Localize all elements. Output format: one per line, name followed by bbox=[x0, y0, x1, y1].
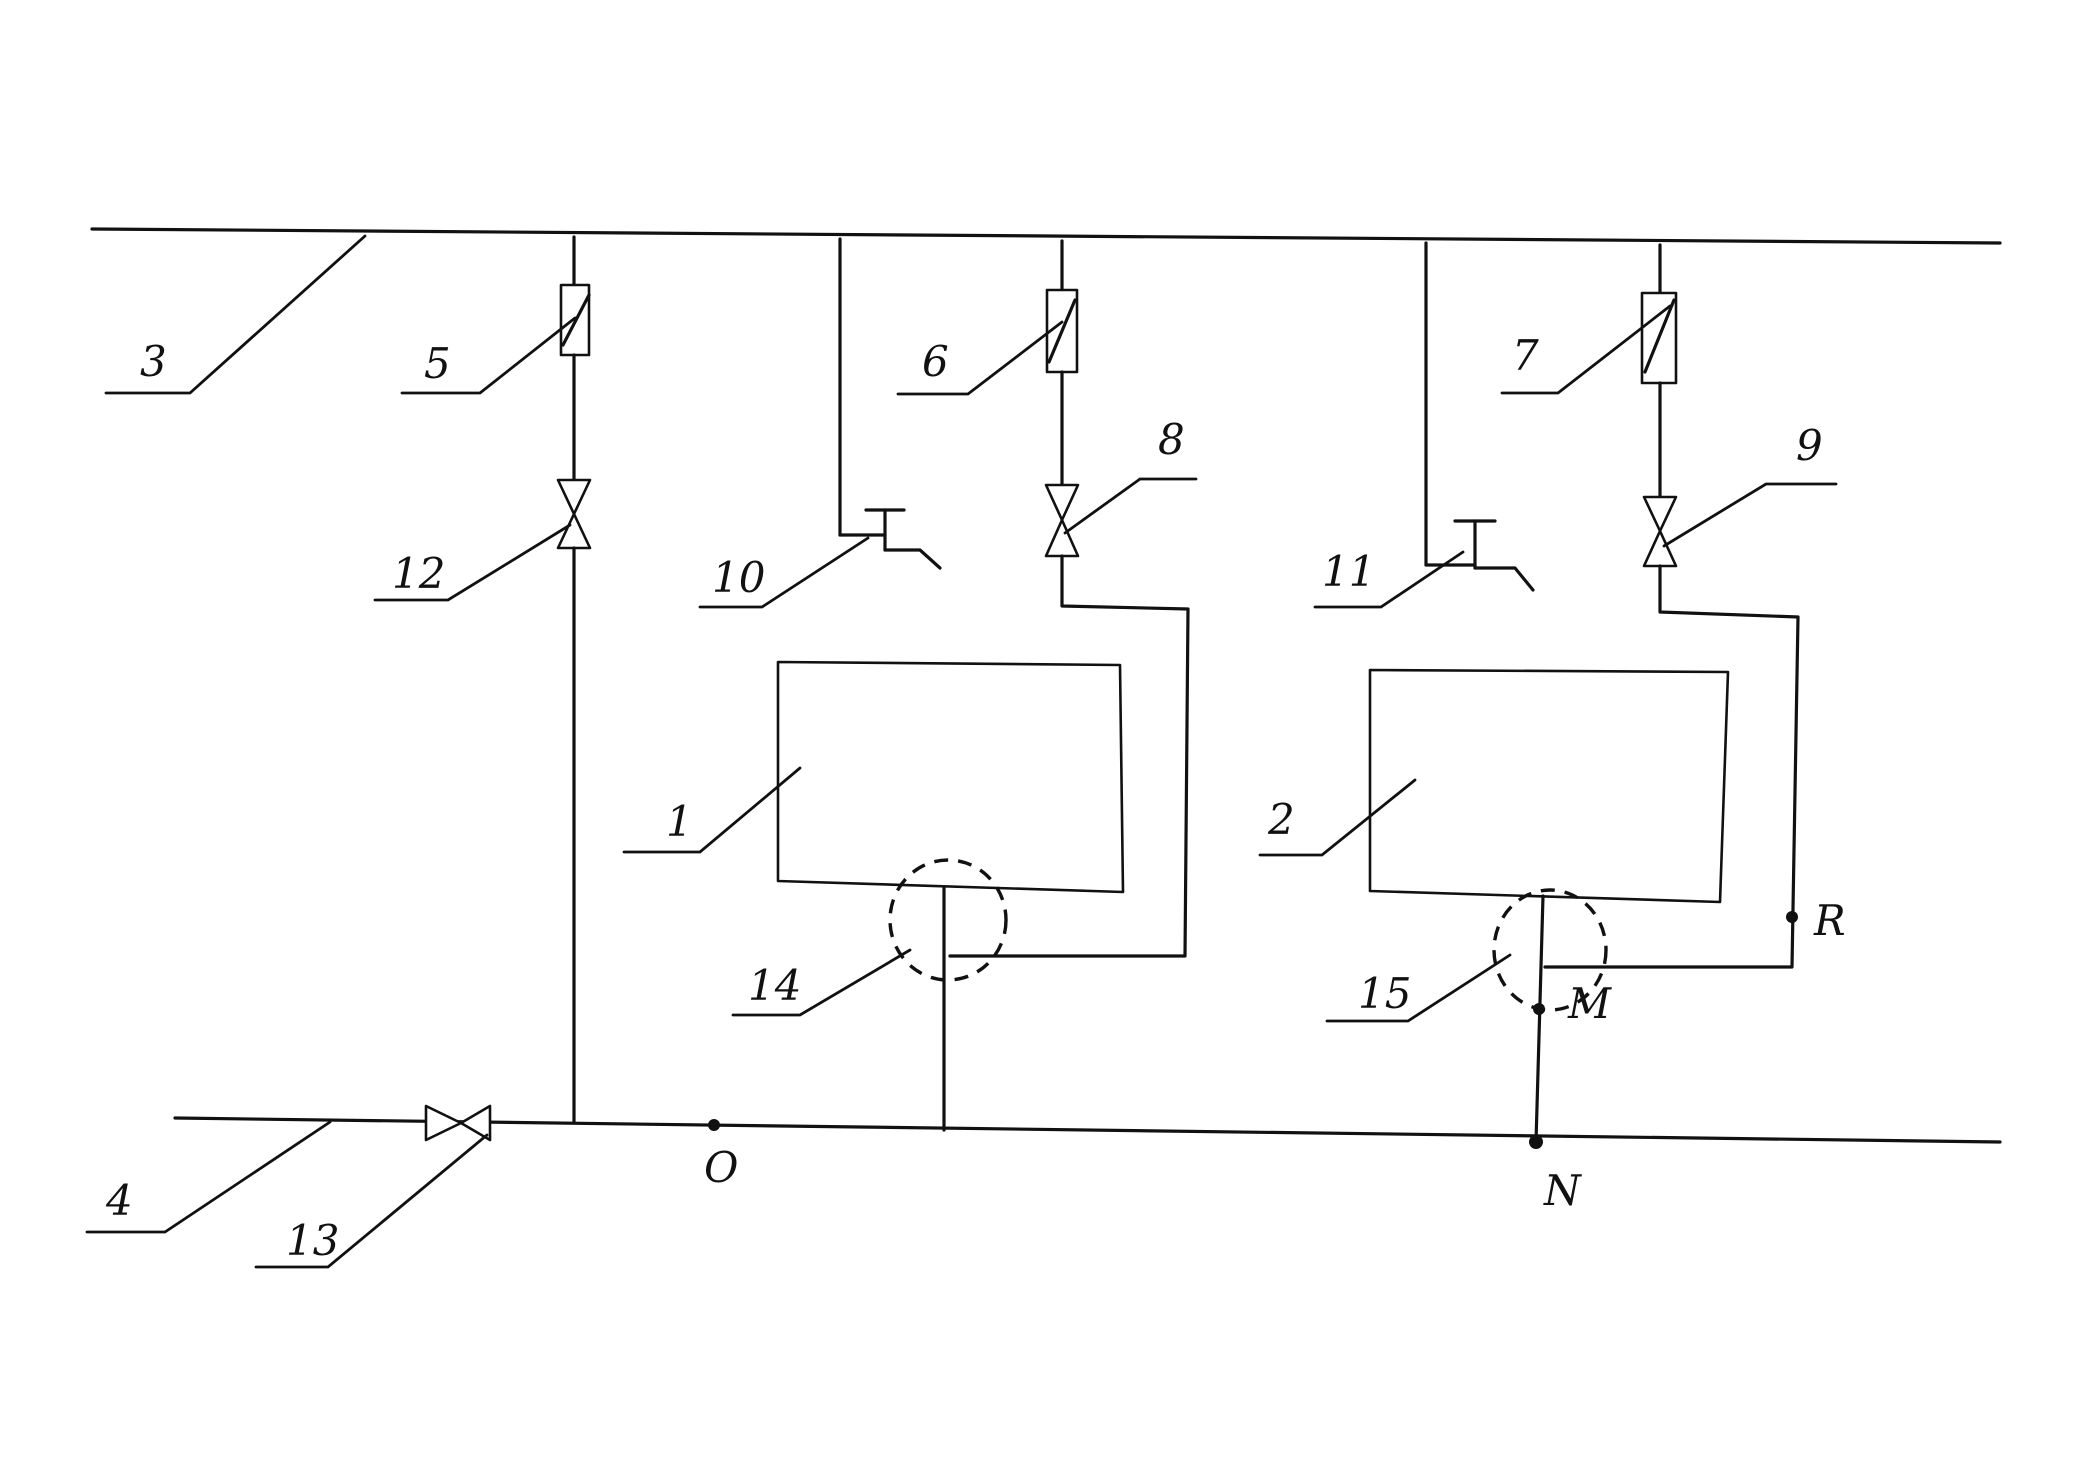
label-13: 13 bbox=[286, 1216, 339, 1265]
label-1: 1 bbox=[666, 797, 693, 846]
leader-6 bbox=[896, 320, 1064, 396]
tank-2 bbox=[1368, 668, 1730, 904]
branch-7-return bbox=[1543, 564, 1800, 969]
label-14: 14 bbox=[748, 961, 801, 1010]
valve-12-upper bbox=[556, 478, 592, 516]
label-11: 11 bbox=[1322, 547, 1375, 596]
leader-14 bbox=[731, 948, 912, 1017]
detail-circle-15 bbox=[1492, 888, 1608, 1012]
tap-10-spout bbox=[883, 548, 942, 570]
leader-4 bbox=[85, 1120, 332, 1234]
leader-15 bbox=[1325, 953, 1512, 1023]
label-7: 7 bbox=[1512, 331, 1539, 380]
leader-8 bbox=[1063, 477, 1198, 535]
label-9: 9 bbox=[1796, 421, 1823, 470]
point-m-marker bbox=[1533, 1003, 1545, 1015]
label-2: 2 bbox=[1267, 795, 1295, 844]
leader-3 bbox=[104, 234, 367, 395]
tank-2-outlet bbox=[1534, 894, 1545, 1144]
point-n-marker bbox=[1529, 1135, 1543, 1149]
upper-main-pipe bbox=[90, 227, 2002, 245]
branch-6-return bbox=[948, 554, 1190, 958]
valve-8-upper bbox=[1044, 483, 1080, 522]
valve-13-right bbox=[459, 1104, 492, 1142]
point-r-marker bbox=[1786, 911, 1798, 923]
valve-13-left bbox=[424, 1104, 463, 1142]
label-5: 5 bbox=[424, 339, 451, 388]
label-3: 3 bbox=[140, 337, 167, 386]
valve-9-upper bbox=[1642, 495, 1678, 533]
label-4: 4 bbox=[105, 1176, 133, 1225]
tank-1 bbox=[776, 660, 1125, 894]
leader-7 bbox=[1500, 304, 1672, 395]
filter-7-slash bbox=[1643, 298, 1676, 374]
leader-13 bbox=[254, 1133, 489, 1269]
filter-5-slash bbox=[561, 293, 591, 347]
valve-9-lower bbox=[1642, 529, 1678, 568]
point-o-marker bbox=[708, 1119, 720, 1131]
label-10: 10 bbox=[712, 553, 765, 602]
point-r-label: R bbox=[1813, 896, 1846, 945]
leader-2 bbox=[1258, 778, 1417, 857]
filter-6-slash bbox=[1047, 298, 1077, 364]
tap-11-spout bbox=[1473, 566, 1535, 592]
leader-12 bbox=[373, 523, 572, 602]
label-15: 15 bbox=[1358, 969, 1411, 1018]
point-o-label: O bbox=[704, 1143, 738, 1192]
label-8: 8 bbox=[1158, 415, 1185, 464]
leader-1 bbox=[622, 766, 802, 854]
point-m-label: M bbox=[1567, 979, 1612, 1028]
label-12: 12 bbox=[392, 549, 445, 598]
leader-10 bbox=[698, 536, 870, 609]
point-n-label: N bbox=[1543, 1166, 1582, 1215]
detail-circle-14 bbox=[888, 858, 1008, 982]
leader-11 bbox=[1313, 550, 1465, 609]
leader-5 bbox=[400, 316, 577, 395]
leader-9 bbox=[1662, 482, 1838, 548]
label-6: 6 bbox=[922, 337, 949, 386]
